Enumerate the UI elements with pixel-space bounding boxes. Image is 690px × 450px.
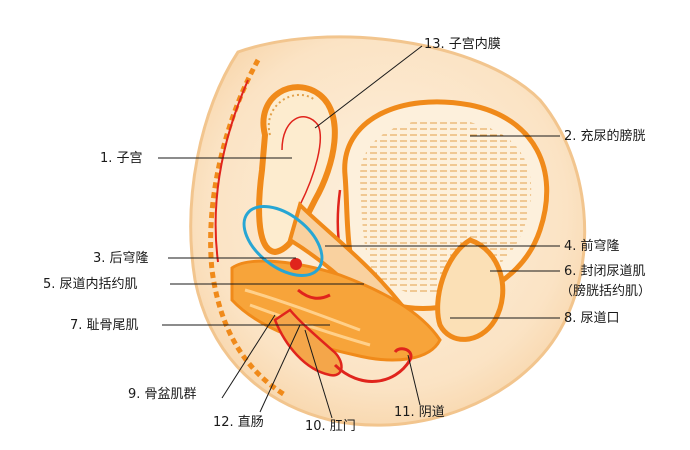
leader-12 [259,324,301,413]
label-anus: 10. 肛门 [305,419,356,434]
label-urethral-opening: 8. 尿道口 [564,311,620,326]
leader-10 [304,329,333,419]
label-rectum: 12. 直肠 [213,415,264,430]
label-full-bladder: 2. 充尿的膀胱 [564,128,646,144]
label-urethral-closure-muscle: 6. 封闭尿道肌 [564,264,646,279]
label-vagina: 11. 阴道 [394,405,445,420]
highlight-ellipse [242,205,324,277]
uterus [256,84,338,256]
label-pubococcygeus: 7. 耻骨尾肌 [70,318,139,333]
label-bladder-sphincter: （膀胱括约肌） [560,283,651,299]
label-pelvic-muscles: 9. 骨盆肌群 [128,387,197,402]
label-posterior-fornix: 3. 后穹隆 [93,250,149,266]
leader-13 [314,45,423,129]
label-uterus: 1. 子宫 [100,151,143,166]
label-endometrium: 13. 子宫内膜 [424,36,501,52]
label-anterior-fornix: 4. 前穹隆 [564,238,620,254]
leader-11 [407,354,421,406]
leader-9 [221,314,276,399]
label-internal-urethral-sphincter: 5. 尿道内括约肌 [43,276,138,292]
